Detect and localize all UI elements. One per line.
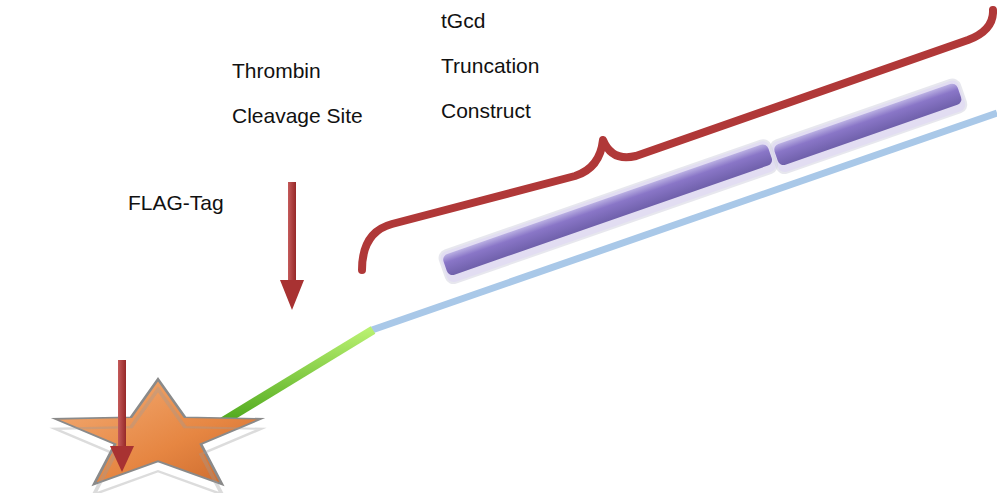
label: FLAG-Tag — [128, 180, 268, 225]
flag-star — [55, 379, 261, 484]
thrombin-segment — [222, 330, 373, 422]
bracket — [362, 10, 993, 270]
backbone-line — [372, 113, 997, 330]
domain-block — [768, 77, 968, 175]
pointer-arrow — [280, 182, 304, 310]
domain-block — [437, 138, 779, 285]
label: tGcd Truncation Construct — [441, 0, 581, 133]
pointer-arrow — [110, 360, 134, 472]
star-shadow — [55, 389, 261, 493]
label: Thrombin Cleavage Site — [232, 48, 397, 138]
